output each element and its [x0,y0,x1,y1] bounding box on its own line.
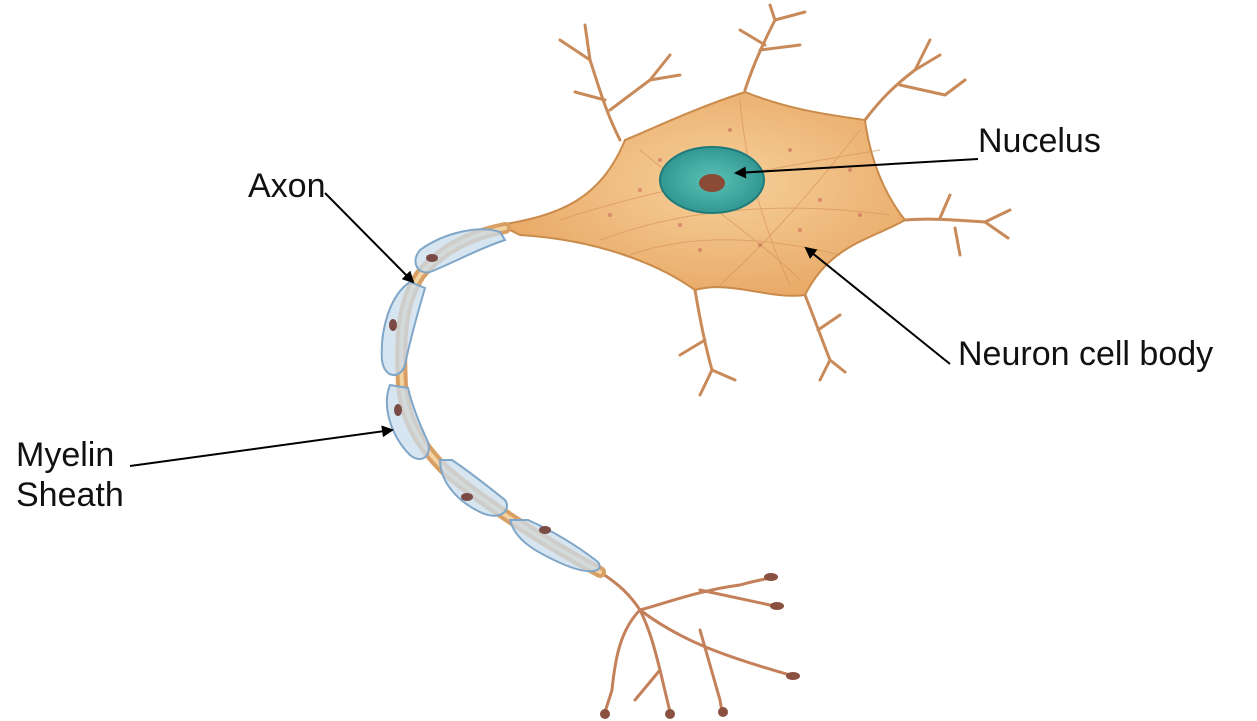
axon-highlight [401,228,600,572]
myelin-segment-1 [415,229,505,272]
label-myelin-line-2: Sheath [16,475,124,515]
dendrite-bottom-left [680,290,735,395]
myelin-segment-3 [387,385,429,459]
myelin-segment-5 [510,520,600,571]
dendrite-right-upper [865,40,965,120]
terminal-knob-3 [786,672,800,680]
terminal-knob-2 [770,602,784,610]
axon [401,228,600,572]
terminal-knob-5 [665,709,675,719]
dendrite-top-right [740,5,805,90]
arrow-myelin [130,430,392,466]
label-axon: Axon [248,166,326,206]
arrow-axon [325,193,413,282]
terminal-knob-4 [718,707,728,717]
dendrite-right [905,195,1010,255]
label-neuron-cell-body: Neuron cell body [958,334,1213,374]
terminal-knob-1 [764,573,778,581]
arrow-cell-body [806,248,950,364]
terminal-knob-6 [600,709,610,719]
nucleolus [699,174,725,192]
label-nucleus: Nucelus [978,121,1101,161]
myelin-segment-4 [440,460,507,516]
label-myelin-sheath: Myelin Sheath [16,435,124,515]
dendrite-bottom-right [805,295,845,380]
myelin-segment-2 [382,282,425,375]
label-myelin-line-1: Myelin [16,435,124,475]
axon-terminals [600,572,790,712]
dendrite-top-left [560,25,680,140]
